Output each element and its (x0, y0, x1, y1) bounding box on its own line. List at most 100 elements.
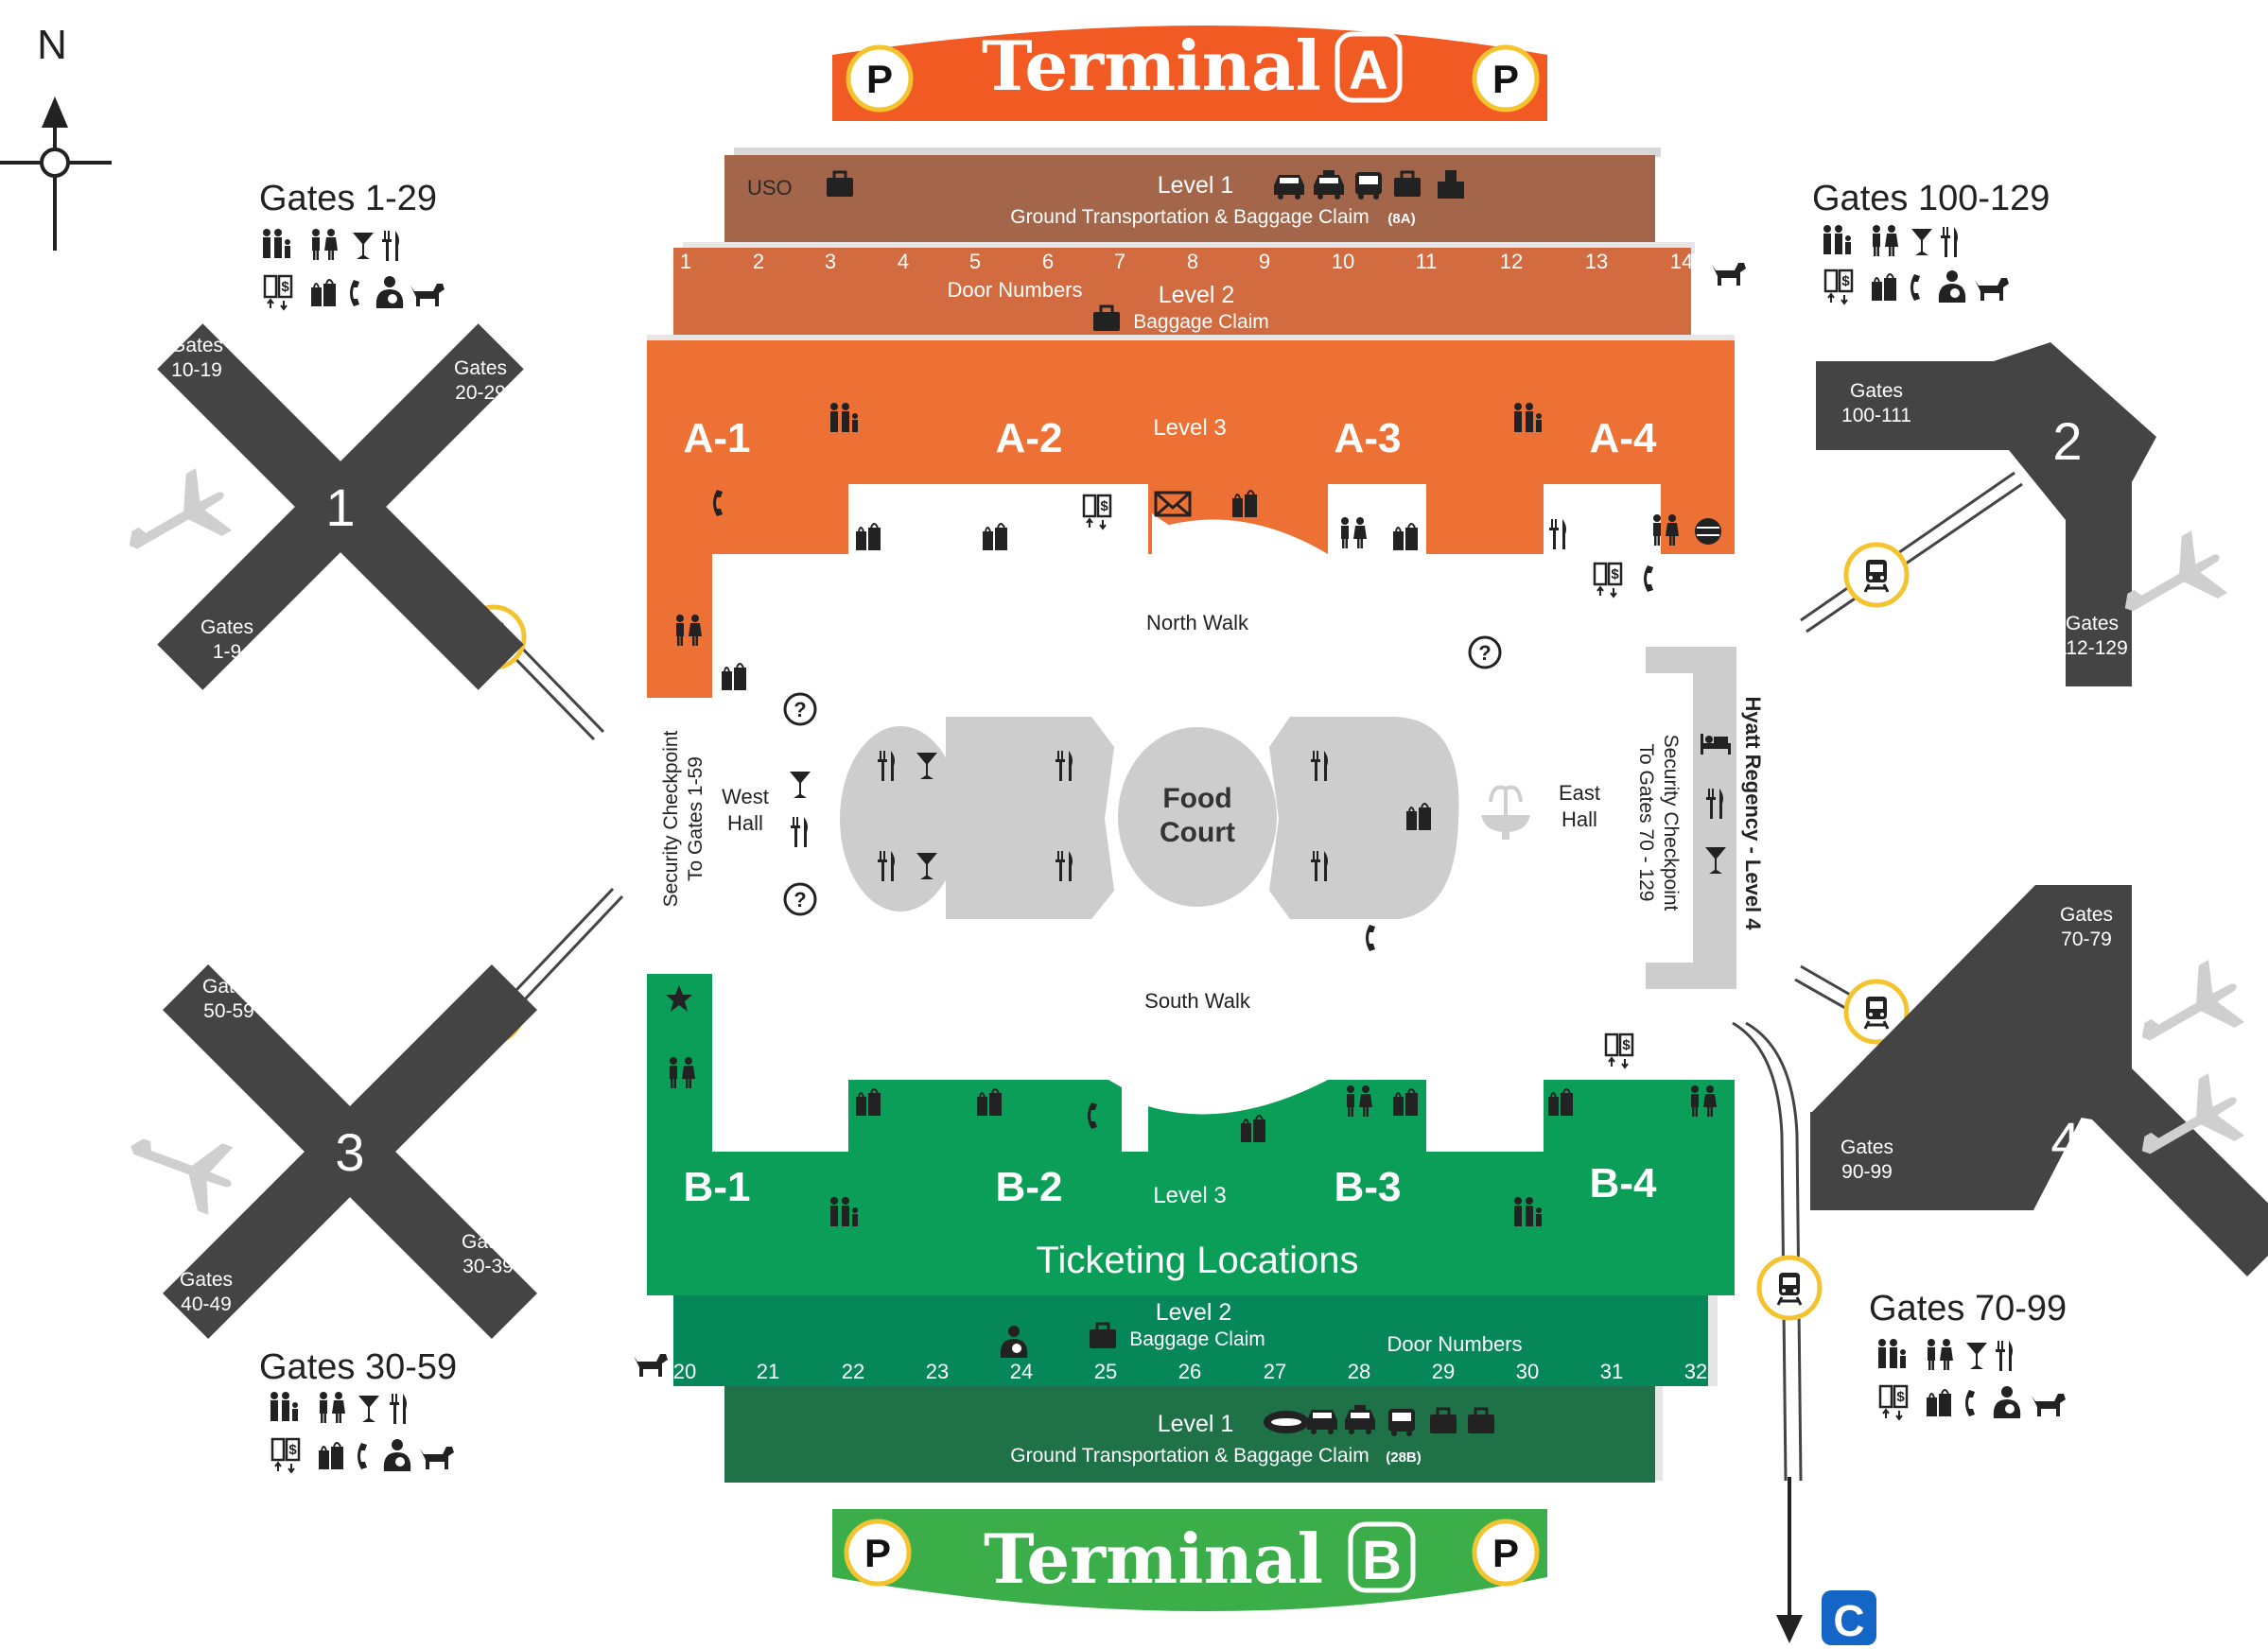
phone-icon (350, 280, 359, 306)
checkin-a1-label: A-1 (684, 415, 751, 461)
a-level3-label: Level 3 (1153, 415, 1226, 441)
a-door-number: 2 (753, 250, 764, 273)
restroom-icon (320, 1392, 345, 1423)
airside-1-legend: Gates 1-29 (259, 179, 445, 311)
terminal-c-badge (1822, 1590, 1876, 1645)
a-currency-exchange-icon (1695, 518, 1721, 545)
b-shop-icon (1240, 1115, 1266, 1143)
airplane-icon (117, 1114, 244, 1219)
east-hall-label-1: East (1559, 781, 1600, 805)
security-west-label-2: To Gates 1-59 (685, 756, 707, 881)
airside-3-arm-range: 50-59 (203, 1000, 254, 1022)
a-level1-label: Level 1 (1158, 172, 1234, 199)
north-walk-label: North Walk (1146, 611, 1249, 634)
west-hall-bar-icon (790, 772, 811, 798)
b-level2-label: Level 2 (1156, 1299, 1232, 1326)
a-door-numbers: 1 2 3 4 5 6 7 8 9 10 11 12 13 14 (680, 250, 1693, 273)
terminal-a-banner[interactable]: P P Terminal A (832, 26, 1547, 121)
bar-icon (1966, 1343, 1987, 1369)
restroom-icon (312, 229, 338, 260)
a-restroom-icon (1341, 517, 1367, 548)
checkin-a3-label: A-3 (1335, 415, 1402, 461)
a-l1-rental-icon (1438, 170, 1464, 199)
restroom-icon (1873, 225, 1898, 256)
center-phone-icon (1366, 925, 1375, 951)
a-shop-icon (721, 663, 747, 691)
b-door-number: 27 (1264, 1360, 1286, 1383)
b-door-number: 21 (757, 1360, 779, 1383)
restaurant-icon (1996, 1341, 2013, 1371)
nursing-room-icon (375, 276, 404, 308)
b-shop-icon (1392, 1088, 1419, 1117)
b-pet-relief-icon (634, 1354, 668, 1377)
terminal-b-letter: B (1362, 1530, 1402, 1591)
a-door-number: 9 (1259, 250, 1270, 273)
atm-icon (270, 1437, 301, 1474)
parking-b-right-label: P (1492, 1531, 1519, 1575)
parking-a-right-icon (1472, 44, 1540, 113)
airside-2-title: Gates 100-129 (1812, 179, 2050, 218)
airside-1[interactable]: 1 Gates 10-19 Gates 20-29 Gates 1-9 (20, 186, 662, 828)
parking-a-left-label: P (866, 57, 893, 101)
a-door-number: 4 (898, 250, 909, 273)
a-door-numbers-label: Door Numbers (947, 278, 1082, 302)
restaurant-icon (1941, 227, 1958, 257)
hyatt-label: Hyatt Regency - Level 4 (1741, 697, 1765, 931)
checkin-b3-label: B-3 (1335, 1164, 1402, 1210)
airside-2-arm-label: Gates (1850, 380, 1903, 402)
south-walk-label: South Walk (1144, 989, 1251, 1013)
checkin-b4-label: B-4 (1590, 1160, 1657, 1206)
a-door-number: 6 (1042, 250, 1054, 273)
parking-b-left-label: P (864, 1531, 891, 1575)
a-pet-relief-icon (1712, 263, 1746, 286)
airside-1-arm-label: Gates (454, 357, 507, 379)
airside-3-arm-label: Gates (462, 1231, 515, 1253)
parking-b-right-icon (1472, 1519, 1540, 1587)
nursing-room-icon (383, 1439, 411, 1471)
b-walk-atm-icon (1604, 1033, 1634, 1069)
checkin-b2-label: B-2 (996, 1164, 1063, 1210)
a-restaurant-icon (1549, 519, 1566, 549)
terminal-c-link[interactable]: C (1776, 1477, 1876, 1645)
airside-3-arm-range: 40-49 (181, 1293, 232, 1315)
b-door-number: 23 (926, 1360, 949, 1383)
terminal-b-banner[interactable]: P P Terminal B (832, 1509, 1547, 1611)
a-shop-icon (1231, 490, 1258, 518)
terminal-a-letter: A (1349, 40, 1388, 101)
west-hall-label-2: Hall (727, 811, 763, 835)
compass: N (0, 22, 112, 251)
atm-icon (1878, 1384, 1909, 1421)
airside-4-title: Gates 70-99 (1869, 1289, 2067, 1328)
airside-3[interactable]: 3 Gates 50-59 Gates 30-39 Gates 40-49 (21, 823, 679, 1481)
terminal-b-title: Terminal (984, 1519, 1323, 1599)
east-hall-label-2: Hall (1561, 807, 1597, 831)
a-level1-sub: Ground Transportation & Baggage Claim (1010, 206, 1369, 228)
terminal-c-letter: C (1833, 1596, 1864, 1645)
b-level-2: Level 2 Baggage Claim Door Numbers 20 21… (634, 1295, 1718, 1386)
bar-icon (1911, 229, 1932, 255)
atm-icon (263, 274, 293, 311)
airside-3-number: 3 (335, 1122, 364, 1182)
nursing-room-icon (1993, 1386, 2021, 1418)
airside-1-arm-range: 20-29 (455, 382, 506, 404)
b-door-number: 26 (1178, 1360, 1201, 1383)
a-atm-icon (1082, 494, 1112, 530)
airside-3-arm-label: Gates (180, 1269, 233, 1291)
terminal-a-title: Terminal (982, 26, 1321, 106)
checkin-b1-label: B-1 (684, 1164, 751, 1210)
uso-label: USO (747, 176, 793, 200)
tram-station-c-icon (1759, 1258, 1820, 1318)
west-hall-restaurant-icon (791, 817, 808, 847)
food-court-west-seating (840, 717, 1114, 919)
b-door-number: 29 (1432, 1360, 1455, 1383)
security-west-label-1: Security Checkpoint (660, 730, 682, 907)
b-shop-icon (855, 1088, 881, 1117)
airside-1-arm-range: 1-9 (213, 641, 241, 663)
a-door-number: 5 (969, 250, 981, 273)
airside-2[interactable]: 2 Gates 100-111 Gates 112-129 (1816, 342, 2156, 686)
food-court-label-2: Court (1160, 817, 1235, 848)
airside-2-arm-range: 112-129 (2056, 637, 2128, 659)
terminal-b-letter-box (1348, 1521, 1416, 1593)
west-hall-label-1: West (722, 785, 769, 808)
a-door-number: 8 (1187, 250, 1198, 273)
